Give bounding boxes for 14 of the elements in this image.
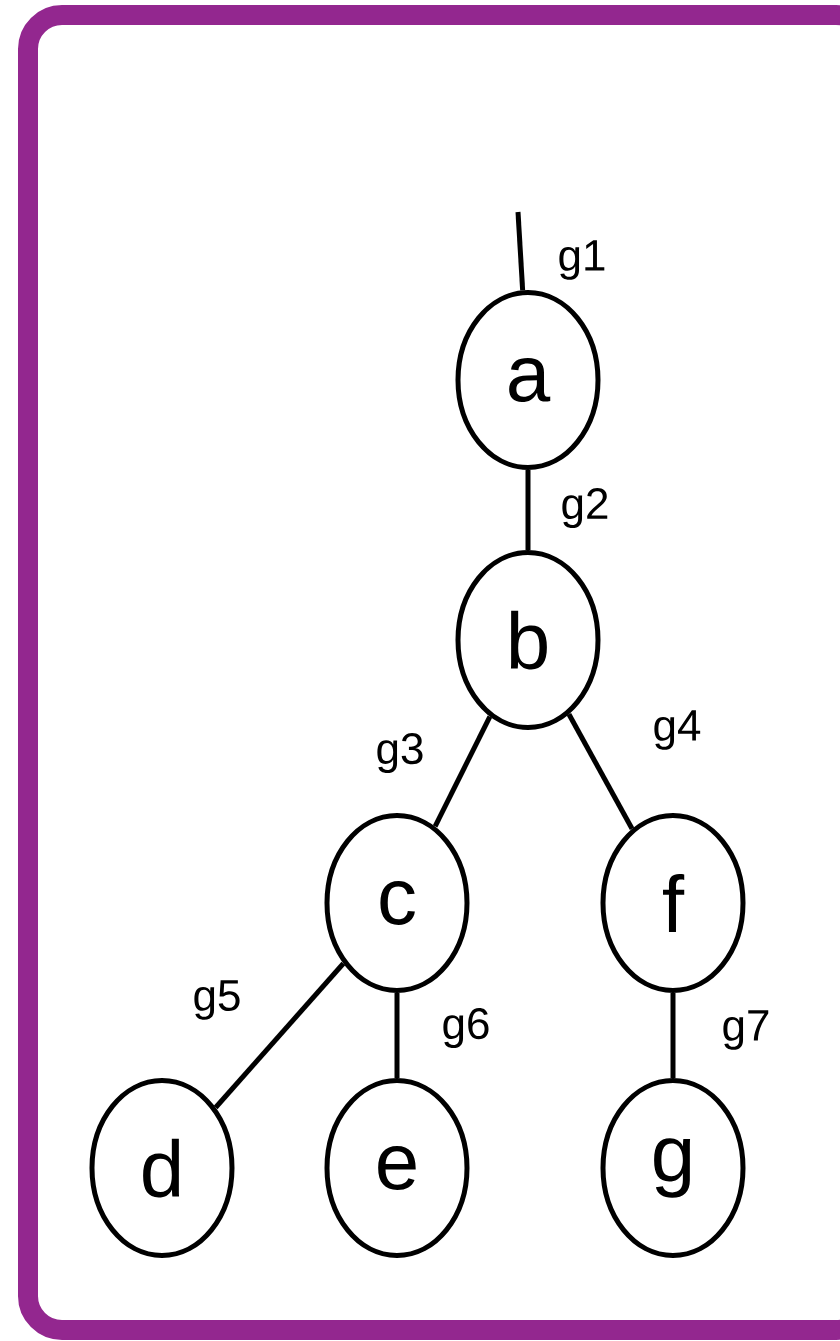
edge-label: g6 — [440, 1007, 492, 1049]
connector-line — [394, 993, 400, 1078]
connector-line — [432, 715, 493, 828]
connector-line — [515, 211, 526, 291]
connector-line — [525, 470, 531, 550]
edge-label: g4 — [651, 709, 703, 751]
connector-line — [213, 961, 346, 1110]
edge-label: g5 — [191, 979, 243, 1021]
connector-line — [670, 993, 676, 1078]
connector-line — [566, 713, 635, 830]
edge-label: g3 — [374, 732, 426, 774]
edge-label: g1 — [556, 239, 608, 281]
edge-label: g2 — [559, 487, 611, 529]
edge-label: g7 — [720, 1009, 772, 1051]
